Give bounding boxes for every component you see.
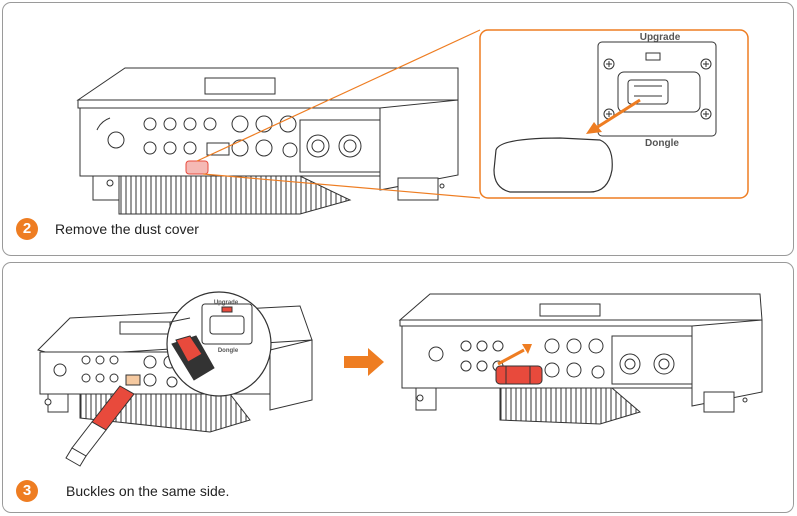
remove-arrow — [595, 98, 641, 130]
zoom-line-top — [196, 29, 481, 162]
dongle-label-step3: Dongle — [218, 348, 239, 354]
step-3-badge: 3 — [16, 480, 38, 502]
upgrade-label-step3: Upgrade — [214, 300, 239, 306]
dongle-label: Dongle — [645, 138, 679, 149]
insert-arrow-head — [522, 344, 532, 354]
insert-arrow — [497, 348, 525, 366]
dongle-port-plate — [597, 41, 717, 137]
round-inset-port — [169, 303, 253, 381]
inverter-illustration-step2 — [76, 67, 459, 215]
zoom-line-bottom — [202, 173, 481, 199]
step-2-caption: Remove the dust cover — [55, 221, 199, 237]
wifi-dongle-left — [65, 385, 135, 467]
step-2-badge: 2 — [16, 218, 38, 240]
dust-cover — [493, 137, 613, 193]
upgrade-label: Upgrade — [640, 32, 681, 43]
step-3-caption: Buckles on the same side. — [66, 483, 230, 499]
inverter-illustration-step3-right — [398, 293, 763, 425]
remove-arrow-head — [586, 122, 602, 134]
wifi-dongle-right — [495, 365, 543, 385]
next-step-arrow — [344, 348, 384, 376]
dust-cover-highlight — [185, 160, 209, 175]
